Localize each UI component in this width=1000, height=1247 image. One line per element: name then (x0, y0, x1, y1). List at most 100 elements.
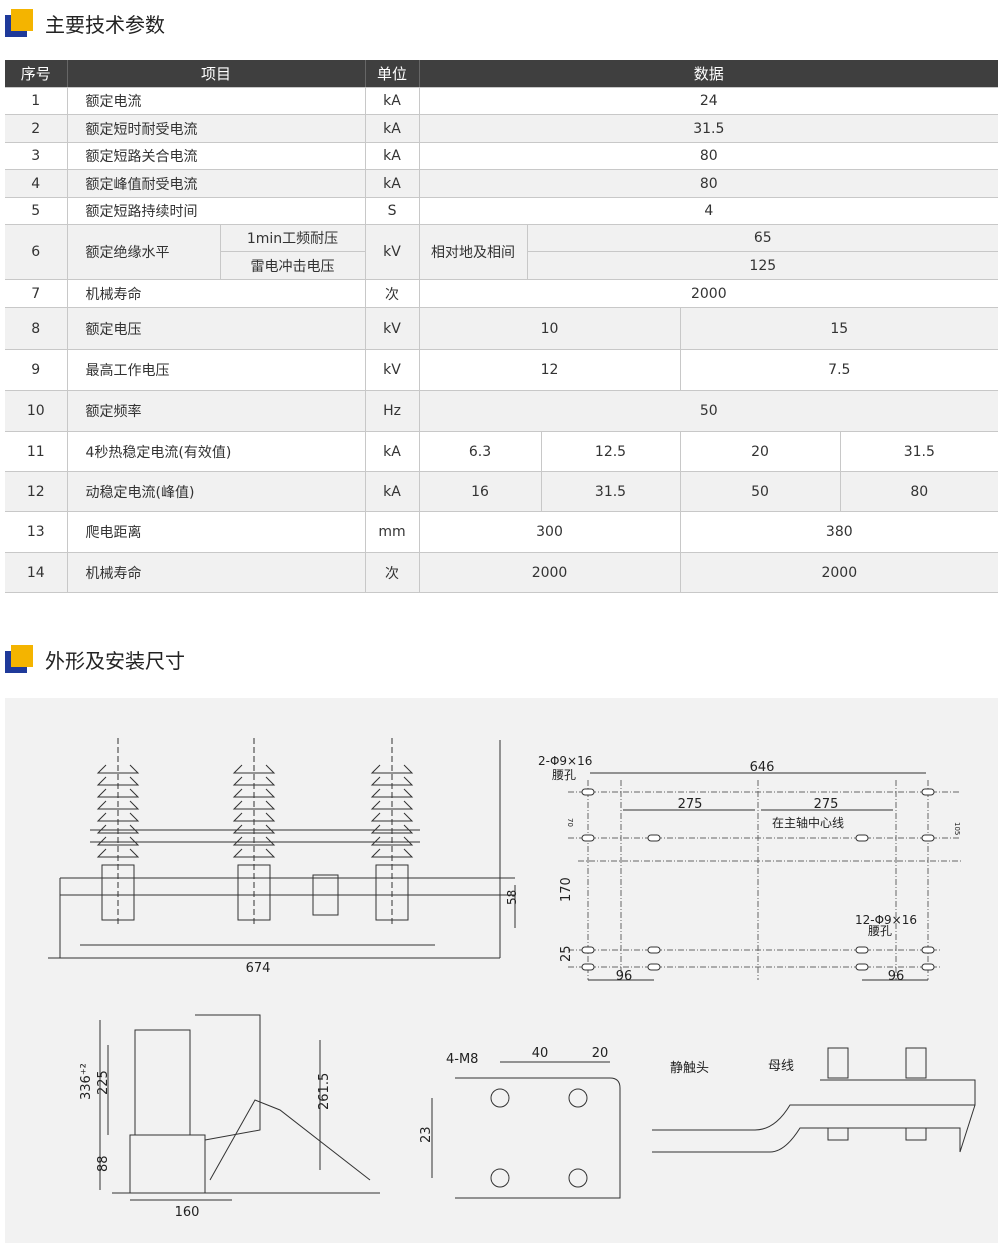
section-logo-icon (5, 645, 37, 673)
dim-105: 105 (953, 822, 961, 835)
row-value: 12.5 (541, 431, 681, 472)
row-unit: kV (365, 224, 420, 280)
row-value: 31.5 (541, 471, 681, 512)
side-view-drawing (99, 1014, 380, 1201)
row-number: 8 (5, 307, 68, 350)
row-value: 20 (680, 431, 841, 472)
section-title-dimensions: 外形及安装尺寸 (5, 643, 185, 675)
dim-88: 88 (96, 1155, 111, 1172)
row-value: 10 (419, 307, 681, 350)
row-number: 3 (5, 142, 68, 170)
row-label: 相对地及相间 (419, 224, 528, 280)
row-value: 24 (419, 87, 999, 115)
row-item: 额定短时耐受电流 (67, 114, 366, 143)
row-unit: kA (365, 142, 420, 170)
header-no: 序号 (5, 60, 68, 88)
row-item: 额定电流 (67, 87, 366, 115)
row-item: 额定短路关合电流 (67, 142, 366, 170)
dim-58: 58 (505, 890, 519, 905)
row-value: 31.5 (840, 431, 999, 472)
static-contact-drawing (652, 1047, 976, 1153)
row-unit: kA (365, 431, 420, 472)
row-value: 80 (419, 142, 999, 170)
label-static-contact: 静触头 (670, 1061, 709, 1076)
row-item: 额定峰值耐受电流 (67, 169, 366, 198)
row-number: 12 (5, 471, 68, 512)
row-value: 12 (419, 349, 681, 391)
row-number: 1 (5, 87, 68, 115)
dim-96-right: 96 (888, 969, 905, 984)
row-unit: 次 (365, 279, 420, 308)
waist-hole (581, 946, 595, 954)
row-unit: kA (365, 87, 420, 115)
row-value: 300 (419, 511, 681, 553)
waist-hole (581, 963, 595, 971)
row-value: 7.5 (680, 349, 999, 391)
row-unit: Hz (365, 390, 420, 432)
front-view-drawing (48, 738, 516, 959)
section-title-text: 主要技术参数 (45, 12, 165, 37)
section-title-specs: 主要技术参数 (5, 7, 165, 39)
row-value: 50 (419, 390, 999, 432)
dim-20: 20 (592, 1046, 609, 1061)
waist-hole (647, 834, 661, 842)
waist-hole (855, 963, 869, 971)
dim-336: 336⁺² (79, 1063, 94, 1100)
dim-225: 225 (96, 1070, 111, 1095)
row-number: 10 (5, 390, 68, 432)
row-subitem: 雷电冲击电压 (220, 251, 366, 280)
row-unit: kA (365, 471, 420, 512)
row-value: 2000 (680, 552, 999, 593)
dim-40: 40 (532, 1046, 549, 1061)
waist-hole (647, 963, 661, 971)
row-item: 额定电压 (67, 307, 366, 350)
header-unit: 单位 (365, 60, 420, 88)
row-value: 80 (840, 471, 999, 512)
label-hole-2: 2-Φ9×16 (538, 754, 592, 768)
label-busbar: 母线 (768, 1059, 794, 1074)
label-center-line: 在主轴中心线 (772, 815, 844, 830)
row-number: 13 (5, 511, 68, 553)
row-item: 机械寿命 (67, 279, 366, 308)
dim-70: 70 (566, 818, 574, 827)
row-number: 9 (5, 349, 68, 391)
row-number: 4 (5, 169, 68, 198)
waist-hole (921, 788, 935, 796)
row-value: 6.3 (419, 431, 542, 472)
row-number: 2 (5, 114, 68, 143)
waist-hole (581, 834, 595, 842)
row-value: 80 (419, 169, 999, 198)
row-value: 2000 (419, 279, 999, 308)
dimension-drawings: 674 58 646 275 275 在主轴中心线 2-Φ9×16 腰孔 12-… (5, 698, 998, 1243)
header-item: 项目 (67, 60, 366, 88)
dim-170: 170 (559, 877, 574, 902)
dim-674: 674 (246, 961, 271, 976)
label-hole-12: 12-Φ9×16 (855, 913, 917, 927)
header-data: 数据 (419, 60, 999, 88)
dim-96-left: 96 (616, 969, 633, 984)
waist-hole (921, 963, 935, 971)
row-value: 2000 (419, 552, 681, 593)
dim-25: 25 (559, 945, 574, 962)
label-4-m8: 4-M8 (446, 1052, 478, 1067)
row-item: 额定短路持续时间 (67, 197, 366, 225)
row-unit: S (365, 197, 420, 225)
dim-275-right: 275 (814, 797, 839, 812)
row-item: 4秒热稳定电流(有效值) (67, 431, 366, 472)
row-item: 爬电距离 (67, 511, 366, 553)
row-number: 6 (5, 224, 68, 280)
dim-160: 160 (175, 1205, 200, 1220)
waist-hole (921, 946, 935, 954)
